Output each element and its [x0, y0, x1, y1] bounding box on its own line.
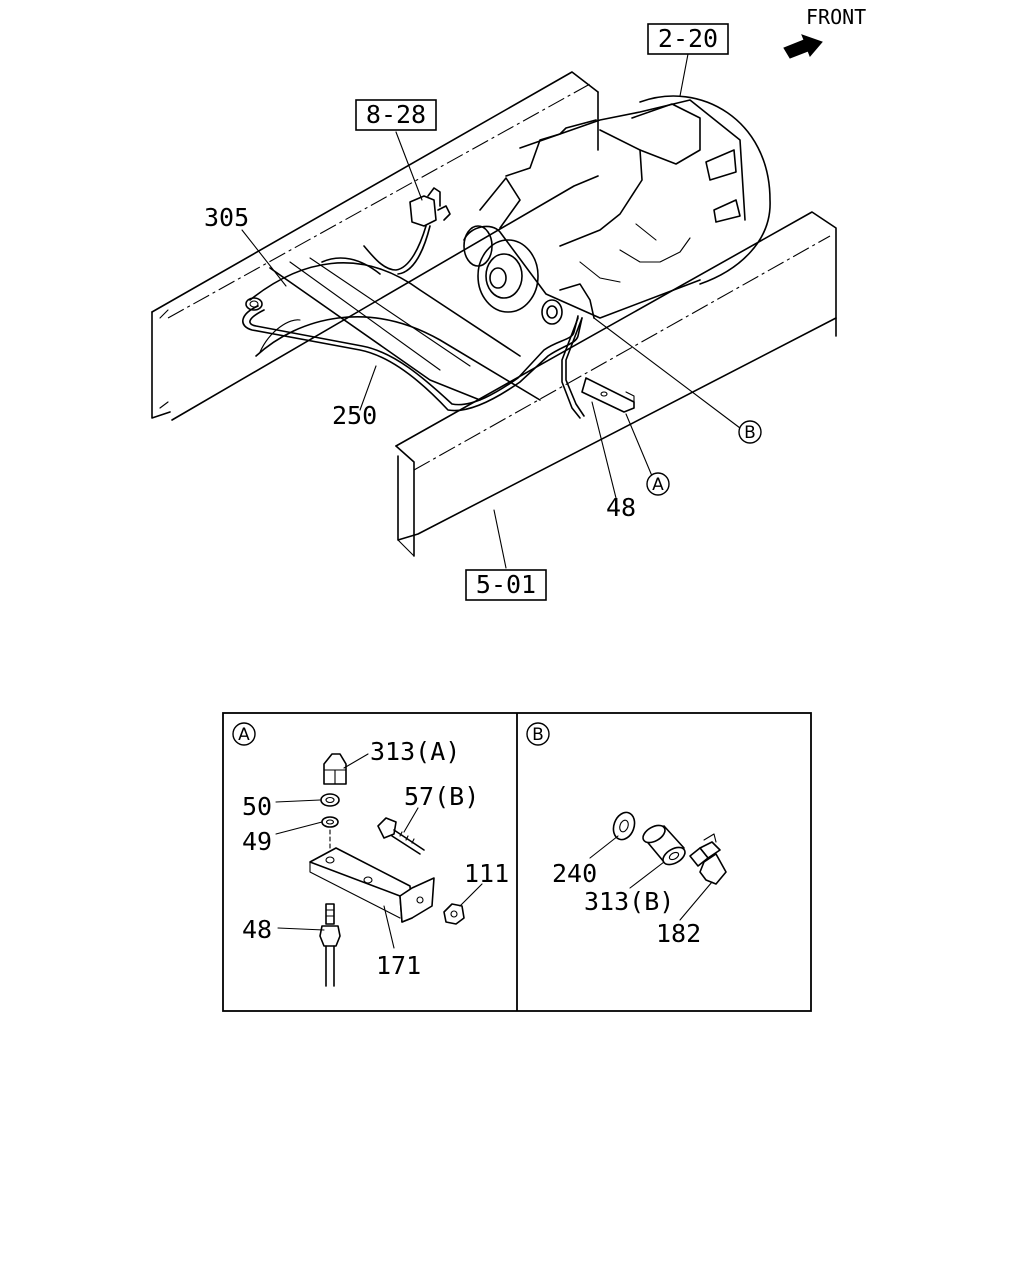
ref-frame: 5-01: [465, 569, 547, 601]
front-label: FRONT: [806, 5, 866, 29]
callout-48: 48: [606, 493, 636, 522]
leader-lines: [241, 53, 741, 569]
part-313b: 313(B): [584, 887, 674, 916]
detail-a-leaders: [275, 753, 483, 949]
part-313a: 313(A): [370, 737, 460, 766]
ref-sensor: 8-28: [355, 99, 437, 131]
part-48-detail: 48: [242, 915, 272, 944]
brake-pipe: [242, 297, 583, 412]
sensor-assembly: [363, 187, 451, 275]
hose-bracket-assembly: [561, 317, 635, 419]
svg-text:2-20: 2-20: [658, 24, 718, 53]
svg-text:B: B: [744, 423, 756, 443]
callout-circle-a: A: [646, 472, 670, 496]
callout-305: 305: [204, 203, 249, 232]
part-49: 49: [242, 827, 272, 856]
detail-b-parts: [612, 811, 727, 885]
cross-member: [249, 257, 541, 401]
detail-a-tag: A: [232, 722, 256, 746]
callout-250: 250: [332, 401, 377, 430]
part-240: 240: [552, 859, 597, 888]
part-182: 182: [656, 919, 701, 948]
ref-transmission: 2-20: [647, 23, 729, 55]
part-50: 50: [242, 792, 272, 821]
frame-rails: [151, 71, 837, 557]
detail-b-tag: B: [526, 722, 550, 746]
svg-text:A: A: [652, 475, 664, 495]
front-arrow-icon: [783, 34, 823, 59]
detail-a-parts: [309, 753, 465, 987]
detail-panels: [222, 712, 812, 1012]
detail-b-leaders: [589, 835, 713, 921]
part-171: 171: [376, 951, 421, 980]
svg-text:A: A: [238, 725, 250, 745]
transmission-unit: [463, 95, 771, 325]
part-111: 111: [464, 859, 509, 888]
svg-text:8-28: 8-28: [366, 100, 426, 129]
svg-text:B: B: [532, 725, 544, 745]
part-57b: 57(B): [404, 782, 479, 811]
callout-circle-b: B: [738, 420, 762, 444]
svg-text:5-01: 5-01: [476, 570, 536, 599]
